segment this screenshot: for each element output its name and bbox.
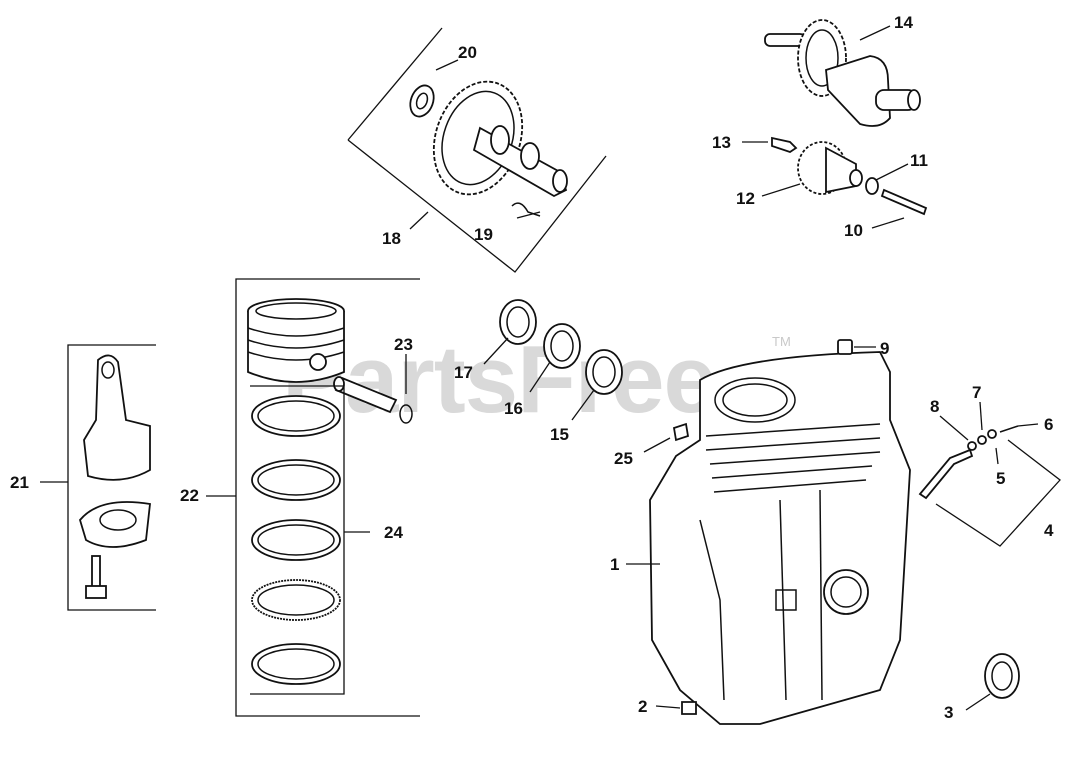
callout-label: 3 (944, 703, 953, 722)
callout-label: 24 (384, 523, 403, 542)
callout-label: 15 (550, 425, 569, 444)
oil-seal-part (984, 653, 1020, 699)
piston-ring-part (251, 519, 341, 561)
callout-label: 21 (10, 473, 29, 492)
callout-label: 7 (972, 383, 981, 402)
cylinder-block-group (626, 339, 1020, 725)
shim-part (543, 323, 581, 369)
callout-label: 12 (736, 189, 755, 208)
piston-ring-part (251, 579, 341, 621)
callout-label: 22 (180, 486, 199, 505)
piston-group (206, 278, 420, 717)
governor-arm-part (918, 448, 974, 500)
callout-labels: 1 2 3 4 5 6 7 8 9 10 11 12 13 14 15 16 1… (10, 13, 1054, 722)
connecting-rod-part (83, 354, 151, 481)
callout-label: 25 (614, 449, 633, 468)
connecting-rod-group (40, 344, 156, 611)
piston-ring-part (251, 459, 341, 501)
spring-pin-part (511, 202, 541, 217)
callout-label: 6 (1044, 415, 1053, 434)
callout-label: 5 (996, 469, 1005, 488)
shims-group (483, 299, 623, 421)
callout-label: 2 (638, 697, 647, 716)
rod-cap-part (78, 501, 151, 548)
washer-part (409, 84, 435, 118)
callout-label: 20 (458, 43, 477, 62)
callout-label: 16 (504, 399, 523, 418)
callout-label: 10 (844, 221, 863, 240)
callout-label: 17 (454, 363, 473, 382)
governor-arm-group (918, 401, 1061, 547)
piston-part (247, 311, 345, 383)
callout-label: 14 (894, 13, 913, 32)
callout-label: 19 (474, 225, 493, 244)
callout-label: 23 (394, 335, 413, 354)
callout-label: 4 (1044, 521, 1054, 540)
callout-label: 8 (930, 397, 939, 416)
camshaft-group (347, 27, 607, 273)
callout-label: 11 (910, 151, 928, 170)
watermark: PartsFree (282, 326, 716, 433)
shim-part (499, 299, 537, 345)
shim-part (585, 349, 623, 395)
watermark-trademark: TM (772, 334, 791, 349)
piston-ring-part (251, 643, 341, 685)
piston-ring-part (251, 395, 341, 437)
cylinder-block-part (649, 351, 911, 725)
callout-label: 13 (712, 133, 731, 152)
callout-label: 9 (880, 339, 889, 358)
callout-label: 1 (610, 555, 619, 574)
crankshaft-group (742, 19, 928, 229)
crankshaft-part (825, 55, 891, 127)
callout-label: 18 (382, 229, 401, 248)
